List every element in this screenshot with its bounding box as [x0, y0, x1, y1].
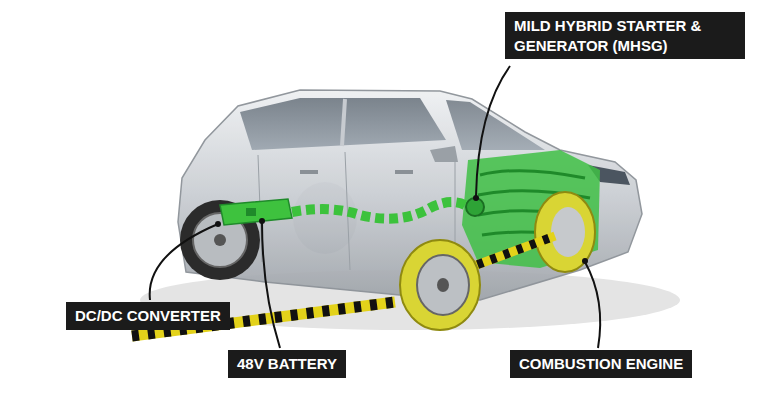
leader-line [262, 222, 280, 348]
leader-line [585, 262, 600, 348]
far-front-tire [535, 192, 595, 272]
callout-label: MILD HYBRID STARTER & GENERATOR (MHSG) [505, 12, 745, 59]
energy-flow [292, 202, 465, 219]
label-text: DC/DC CONVERTER [75, 306, 221, 326]
front-tire [400, 240, 480, 330]
leader-dot [259, 218, 265, 224]
battery [220, 199, 292, 225]
leader-line [150, 224, 218, 300]
door-handle [300, 170, 318, 174]
callout-label: COMBUSTION ENGINE [510, 350, 692, 378]
callout-label: DC/DC CONVERTER [66, 302, 230, 330]
front-hub [437, 278, 449, 292]
label-text: COMBUSTION ENGINE [519, 354, 683, 374]
leader-line [476, 66, 510, 196]
far-front-rim [551, 207, 585, 257]
callout-label: 48V BATTERY [228, 350, 346, 378]
leader-dot [215, 221, 221, 227]
door-handle [395, 170, 413, 174]
rear-hub [214, 234, 226, 246]
rear-tire [180, 200, 260, 280]
window-pillar [342, 99, 345, 146]
side-window [240, 98, 446, 150]
label-text: MILD HYBRID STARTER & GENERATOR (MHSG) [514, 16, 736, 55]
windshield [446, 100, 545, 150]
battery-terminal [246, 208, 256, 216]
leader-dot [582, 258, 588, 264]
leader-dot [473, 195, 479, 201]
label-text: 48V BATTERY [237, 354, 337, 374]
mirror [430, 146, 458, 162]
front-rim [417, 255, 469, 315]
